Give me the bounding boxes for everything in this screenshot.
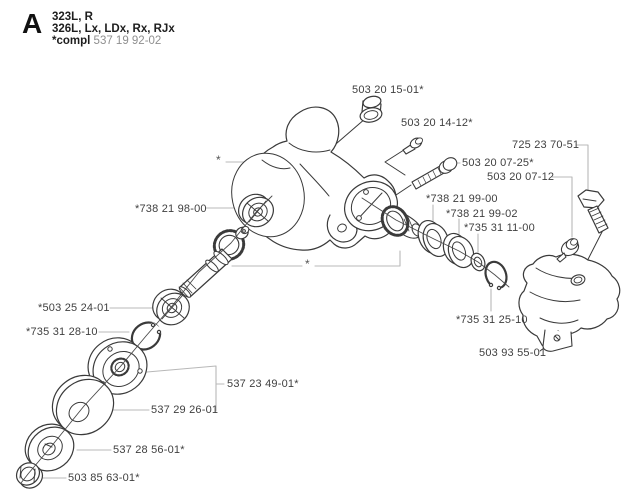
part-label-503-85-63-01: 503 85 63-01*: [68, 472, 140, 484]
housing-asterisk-marker: *: [216, 153, 221, 167]
screw-503-20-14-12-drawing: [402, 137, 424, 155]
part-label-738-21-99-02: *738 21 99-02: [446, 208, 518, 220]
part-label-537-23-49-01: 537 23 49-01*: [227, 378, 299, 390]
part-label-725-23-70-51: 725 23 70-51: [512, 139, 580, 151]
compl-prefix: *compl: [52, 35, 91, 47]
model-list-line2: 326L, Lx, LDx, Rx, RJx: [52, 23, 175, 35]
compl-number: 537 19 92-02: [93, 35, 162, 47]
screw-503-20-07-12-drawing: [556, 238, 580, 263]
circlip-735-31-25-10-drawing: [484, 260, 508, 292]
pinion-gear-drawing: [380, 205, 423, 239]
section-letter: A: [22, 8, 43, 39]
part-label-735-31-28-10: *735 31 28-10: [26, 326, 98, 338]
part-label-735-31-11-00: *735 31 11-00: [464, 222, 535, 234]
guard-503-93-55-01-drawing: [518, 253, 621, 352]
part-label-537-29-26-01: 537 29 26-01: [151, 404, 219, 416]
bolt-725-23-70-51-drawing: [577, 189, 609, 234]
part-label-738-21-99-00: *738 21 99-00: [426, 193, 498, 205]
plug-screw-503-20-15-01-drawing: [359, 95, 383, 123]
part-label-503-20-15-01: 503 20 15-01*: [352, 84, 424, 96]
output-shaft-drawing: [178, 248, 233, 298]
part-label-735-31-25-10: *735 31 25-10: [456, 314, 528, 326]
part-label-503-93-55-01: 503 93 55-01: [479, 347, 547, 359]
part-label-537-28-56-01: 537 28 56-01*: [113, 444, 185, 456]
complete-assembly-note: *compl 537 19 92-02: [52, 35, 161, 47]
part-label-503-20-07-12: 503 20 07-12: [487, 171, 555, 183]
screw-503-20-07-25-drawing: [411, 157, 458, 190]
model-list-line1: 323L, R: [52, 11, 93, 23]
bearing-503-25-24-01-drawing: [152, 288, 190, 326]
part-label-503-20-14-12: 503 20 14-12*: [401, 117, 473, 129]
leader-lines: [40, 144, 589, 479]
part-label-503-20-07-25: 503 20 07-25*: [462, 157, 534, 169]
dished-washer-537-29-26-01-drawing: [51, 374, 115, 436]
part-label-738-21-98-00: *738 21 98-00: [135, 203, 207, 215]
part-label-503-25-24-01: *503 25 24-01: [38, 302, 110, 314]
gearbox-housing-drawing: [231, 106, 398, 251]
centerlines: [20, 195, 510, 484]
gear-set-asterisk-marker: *: [305, 257, 310, 271]
